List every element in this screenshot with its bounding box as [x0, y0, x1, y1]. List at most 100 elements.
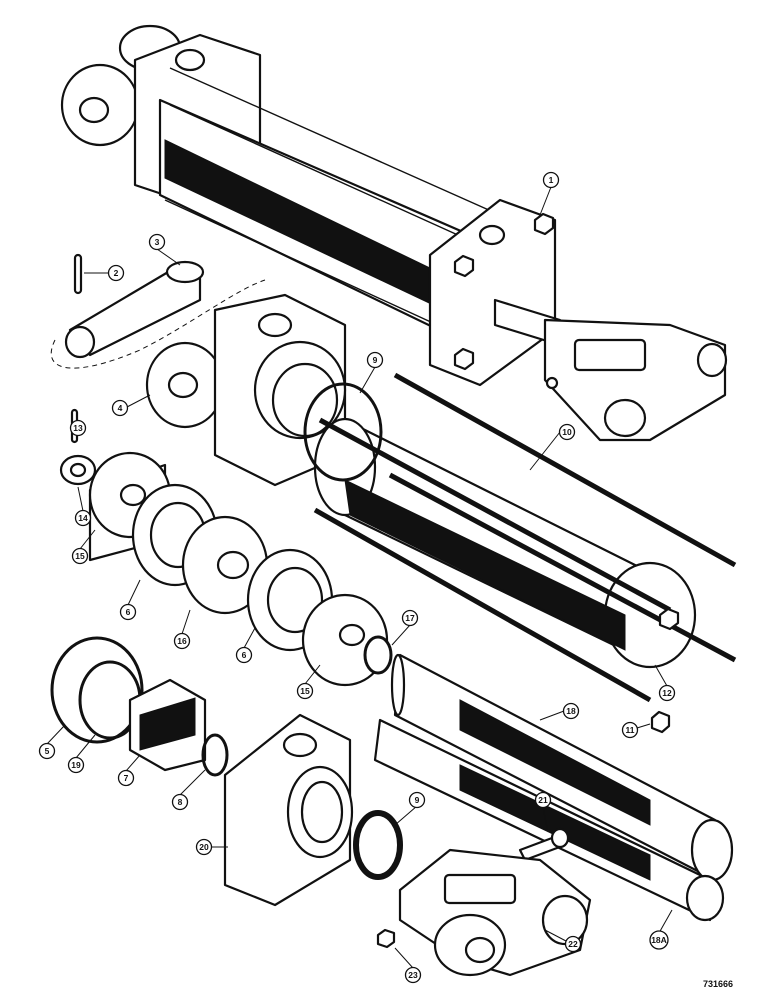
- callout-circle: [564, 935, 582, 953]
- callout-circle: [69, 419, 87, 437]
- castle-nut: [59, 454, 97, 486]
- callout-number: 21: [538, 795, 548, 805]
- figure-reference-number: 731666: [703, 979, 733, 989]
- callout-number: 10: [562, 427, 572, 437]
- callout-number: 18A: [651, 935, 667, 945]
- callout-number: 17: [405, 613, 415, 623]
- callout-leaders: [46, 186, 673, 969]
- callout-number: 16: [177, 636, 187, 646]
- callout-18A: 18A: [649, 930, 669, 950]
- callout-circle: [71, 547, 89, 565]
- callout-circle: [119, 603, 137, 621]
- callout-6: 6: [119, 603, 137, 621]
- callout-11: 11: [621, 721, 639, 739]
- callout-4: 4: [111, 399, 129, 417]
- callout-circle: [67, 756, 85, 774]
- callout-10: 10: [558, 423, 576, 441]
- callout-number: 13: [73, 423, 83, 433]
- callout-17: 17: [401, 609, 419, 627]
- callout-12: 12: [658, 684, 676, 702]
- callout-circle: [74, 509, 92, 527]
- clevis-bolt: [518, 827, 570, 862]
- callout-circle: [542, 171, 560, 189]
- callout-circle: [621, 721, 639, 739]
- callout-number: 3: [155, 237, 160, 247]
- callout-8: 8: [171, 793, 189, 811]
- callout-20: 20: [195, 838, 213, 856]
- callout-number: 15: [300, 686, 310, 696]
- callout-number: 9: [415, 795, 420, 805]
- rear-head: [145, 293, 347, 487]
- front-head: [223, 713, 354, 907]
- callout-number: 4: [118, 403, 123, 413]
- callout-circle: [111, 399, 129, 417]
- callout-circle: [366, 351, 384, 369]
- cotter-pin: [73, 253, 83, 295]
- callout-number: 20: [199, 842, 209, 852]
- callout-circle: [658, 684, 676, 702]
- piston-rods: [373, 653, 734, 922]
- callout-number: 11: [626, 725, 635, 735]
- callout-circle: [107, 264, 125, 282]
- callout-circle: [235, 646, 253, 664]
- callout-number: 18: [566, 706, 576, 716]
- callout-circle: [173, 632, 191, 650]
- callout-23: 23: [404, 966, 422, 984]
- callout-number: 6: [242, 650, 247, 660]
- callout-number: 19: [71, 760, 81, 770]
- callout-circle: [558, 423, 576, 441]
- callout-circle: [649, 930, 669, 950]
- callout-14: 14: [74, 509, 92, 527]
- gland-parts: [50, 636, 229, 777]
- callout-number: 15: [75, 551, 85, 561]
- callout-18: 18: [562, 702, 580, 720]
- callout-labels: 123456678991011121314151516171818A192021…: [38, 171, 676, 984]
- hex-nut-11: [650, 710, 671, 734]
- callout-3: 3: [148, 233, 166, 251]
- rod-seal: [353, 810, 403, 880]
- o-ring: [303, 382, 383, 482]
- callout-1: 1: [542, 171, 560, 189]
- callout-7: 7: [117, 769, 135, 787]
- callout-2: 2: [107, 264, 125, 282]
- callout-13: 13: [69, 419, 87, 437]
- callout-circle: [117, 769, 135, 787]
- callout-circle: [148, 233, 166, 251]
- callout-number: 23: [408, 970, 418, 980]
- barrel: [313, 417, 697, 669]
- callout-number: 6: [126, 607, 131, 617]
- callout-circle: [404, 966, 422, 984]
- callout-15: 15: [296, 682, 314, 700]
- callout-circle: [408, 791, 426, 809]
- callout-5: 5: [38, 742, 56, 760]
- callout-number: 9: [373, 355, 378, 365]
- callout-16: 16: [173, 632, 191, 650]
- hex-nut: [376, 928, 396, 949]
- callout-number: 7: [124, 773, 129, 783]
- callout-circle: [195, 838, 213, 856]
- callout-number: 1: [549, 175, 554, 185]
- rod-clevis: [398, 848, 592, 977]
- callout-21: 21: [534, 791, 552, 809]
- callout-number: 12: [662, 688, 672, 698]
- callout-circle: [296, 682, 314, 700]
- clevis-pin: [50, 260, 266, 369]
- assembled-cylinder: [60, 24, 728, 442]
- callout-circle: [562, 702, 580, 720]
- callout-circle: [38, 742, 56, 760]
- callout-circle: [171, 793, 189, 811]
- callout-number: 5: [45, 746, 50, 756]
- callout-6: 6: [235, 646, 253, 664]
- callout-9: 9: [408, 791, 426, 809]
- callout-9: 9: [366, 351, 384, 369]
- callout-number: 2: [114, 268, 119, 278]
- callout-15: 15: [71, 547, 89, 565]
- callout-22: 22: [564, 935, 582, 953]
- callout-number: 8: [178, 797, 183, 807]
- callout-circle: [534, 791, 552, 809]
- callout-circle: [401, 609, 419, 627]
- callout-number: 22: [568, 939, 578, 949]
- callout-19: 19: [67, 756, 85, 774]
- callout-number: 14: [78, 513, 88, 523]
